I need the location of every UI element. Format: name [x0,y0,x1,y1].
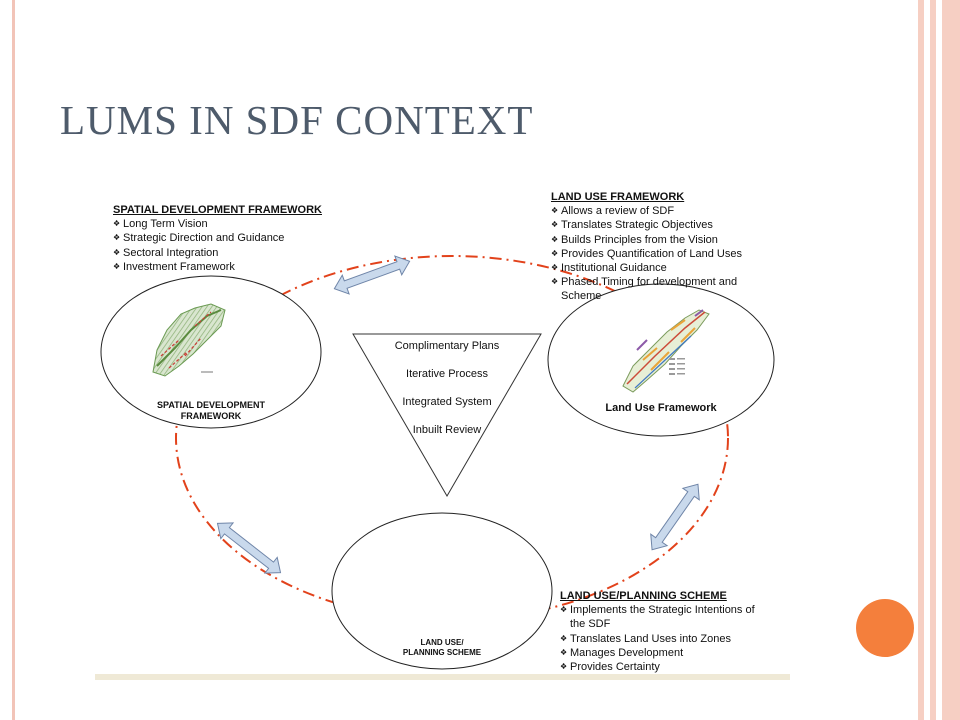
luf-item: Phased Timing for development and [551,275,786,289]
slide-title: LUMS IN SDF CONTEXT [60,97,534,143]
scheme-heading: LAND USE/PLANNING SCHEME [560,590,727,602]
triangle-text-2: Iterative Process [406,368,488,380]
scheme-ellipse-label-line1: LAND USE/ [420,638,464,647]
lums-sdf-diagram: SPATIAL DEVELOPMENT FRAMEWORK Long Term … [95,180,790,680]
accent-circle [856,599,914,657]
double-arrow-right [650,483,700,551]
right-border-stripe [918,0,924,720]
sdf-item: Long Term Vision [113,217,353,231]
luf-textbox: LAND USE FRAMEWORK Allows a review of SD… [551,190,786,304]
triangle-text-4: Inbuilt Review [412,424,482,436]
right-border-band [942,0,960,720]
scheme-ellipse [331,512,553,670]
triangle-text-1: Complimentary Plans [394,340,500,352]
sdf-ellipse-label-line2: FRAMEWORK [180,411,242,421]
luf-item: Institutional Guidance [551,261,786,275]
sdf-item: Sectoral Integration [113,246,353,260]
scheme-ellipse-label-line2: PLANNING SCHEME [402,648,482,657]
sdf-ellipse [100,275,322,429]
triangle-text-3: Integrated System [402,396,492,408]
luf-item: Provides Quantification of Land Uses [551,247,786,261]
scheme-item: Translates Land Uses into Zones [560,632,785,646]
right-border-stripe [930,0,936,720]
left-border-rule [12,0,15,720]
scheme-item: Provides Certainty [560,660,785,674]
sdf-item: Investment Framework [113,260,353,274]
luf-item-continued: Scheme [561,290,602,303]
sdf-map-image [152,303,226,377]
luf-item: Translates Strategic Objectives [551,218,786,232]
scan-strip [95,674,790,680]
luf-item: Builds Principles from the Vision [551,233,786,247]
luf-map-image [622,309,710,393]
process-triangle [352,333,542,497]
diagram-graphics [95,255,790,680]
scheme-item: Implements the Strategic Intentions of [560,603,785,617]
luf-ellipse-label: Land Use Framework [605,402,717,414]
sdf-ellipse-label-line1: SPATIAL DEVELOPMENT [156,400,265,410]
sdf-ellipse-label: SPATIAL DEVELOPMENT FRAMEWORK [131,400,291,422]
sdf-heading: SPATIAL DEVELOPMENT FRAMEWORK [113,204,322,216]
double-arrow-left [216,522,282,574]
scheme-item: Manages Development [560,646,785,660]
sdf-textbox: SPATIAL DEVELOPMENT FRAMEWORK Long Term … [113,203,353,274]
luf-item: Allows a review of SDF [551,204,786,218]
scheme-ellipse-label: LAND USE/ PLANNING SCHEME [372,638,512,658]
scheme-item-continued: the SDF [570,618,611,631]
double-arrow-top [333,255,411,295]
scheme-textbox: LAND USE/PLANNING SCHEME Implements the … [560,589,785,674]
luf-heading: LAND USE FRAMEWORK [551,191,685,203]
sdf-item: Strategic Direction and Guidance [113,231,353,245]
